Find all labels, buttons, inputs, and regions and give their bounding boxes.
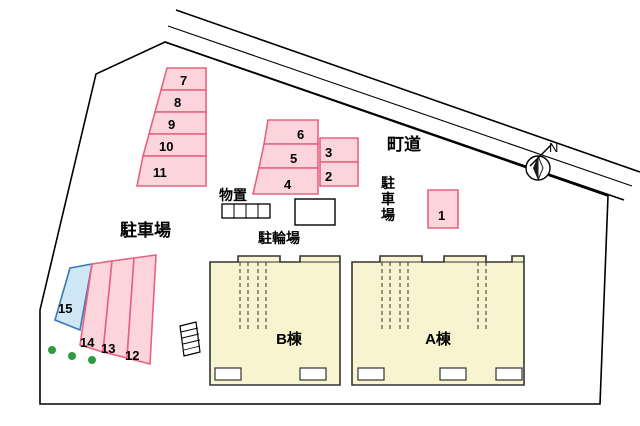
parking-stall-12[interactable]: 12 bbox=[125, 254, 157, 366]
parking-stall-15-label: 15 bbox=[58, 301, 72, 316]
building-b[interactable]: B棟 bbox=[209, 255, 341, 386]
svg-text:場: 場 bbox=[381, 207, 395, 223]
building-b-label: B棟 bbox=[276, 330, 303, 348]
parking-stall-3-label: 3 bbox=[325, 145, 332, 160]
parking-stall-9[interactable]: 9 bbox=[147, 111, 207, 135]
green-dots bbox=[48, 346, 96, 364]
storage-shed bbox=[221, 203, 271, 219]
parking-stall-1-label: 1 bbox=[438, 208, 445, 223]
parking-stall-6-label: 6 bbox=[297, 127, 304, 142]
parking-stall-12-label: 12 bbox=[125, 348, 139, 363]
parking-stall-8[interactable]: 8 bbox=[153, 89, 207, 113]
parking-stall-7[interactable]: 7 bbox=[159, 67, 207, 91]
parking-stall-13-label: 13 bbox=[101, 341, 115, 356]
area-label-parking-right: 駐 車 場 bbox=[381, 175, 395, 223]
parking-stall-2-label: 2 bbox=[325, 169, 332, 184]
parking-stall-5[interactable]: 5 bbox=[258, 143, 319, 169]
parking-stall-15[interactable]: 15 bbox=[54, 263, 93, 332]
area-label-parking-left: 駐車場 bbox=[120, 220, 171, 240]
compass-icon bbox=[525, 143, 553, 181]
parking-stall-9-label: 9 bbox=[168, 117, 175, 132]
area-label-bicycle: 駐輪場 bbox=[258, 230, 300, 246]
svg-text:駐: 駐 bbox=[381, 175, 395, 191]
building-a-label: A棟 bbox=[425, 330, 452, 348]
parking-stall-2[interactable]: 2 bbox=[319, 161, 359, 187]
svg-text:車: 車 bbox=[381, 191, 395, 207]
parking-stall-6[interactable]: 6 bbox=[263, 119, 319, 145]
parking-stall-14[interactable]: 14 bbox=[79, 260, 113, 354]
road-label: 町道 bbox=[387, 134, 421, 154]
parking-stall-14-label: 14 bbox=[80, 335, 95, 350]
stairs-structure bbox=[179, 321, 201, 357]
parking-stall-10[interactable]: 10 bbox=[141, 133, 207, 157]
parking-stall-1[interactable]: 1 bbox=[427, 189, 459, 229]
building-a[interactable]: A棟 bbox=[351, 255, 525, 386]
parking-stall-4-label: 4 bbox=[284, 177, 292, 192]
parking-stall-5-label: 5 bbox=[290, 151, 297, 166]
parking-stall-13[interactable]: 13 bbox=[101, 257, 135, 360]
parking-stall-7-label: 7 bbox=[180, 73, 187, 88]
parking-stall-3[interactable]: 3 bbox=[319, 137, 359, 163]
parking-stall-11[interactable]: 11 bbox=[136, 155, 207, 187]
parking-stall-10-label: 10 bbox=[159, 139, 173, 154]
compass-label: N bbox=[549, 140, 558, 155]
parking-stall-4[interactable]: 4 bbox=[251, 167, 319, 195]
parking-stall-8-label: 8 bbox=[174, 95, 181, 110]
parking-stall-11-label: 11 bbox=[153, 165, 167, 180]
bicycle-parking-shape bbox=[294, 198, 336, 226]
area-label-storage: 物置 bbox=[219, 187, 247, 203]
